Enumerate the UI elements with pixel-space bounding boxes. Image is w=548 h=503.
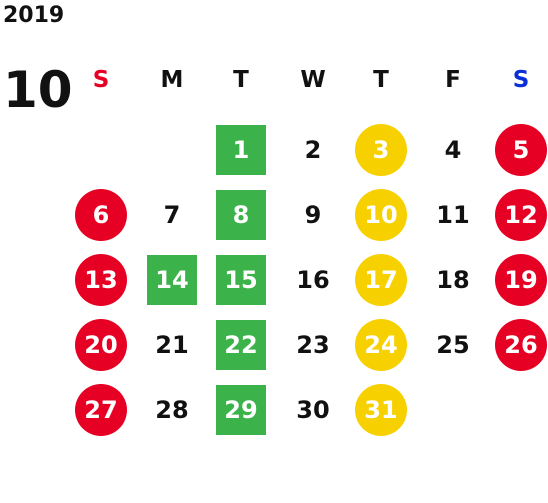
calendar-day-15[interactable]: 15 <box>216 255 266 305</box>
year-label: 2019 <box>3 3 65 28</box>
calendar-day-19[interactable]: 19 <box>495 254 547 306</box>
calendar-day-20[interactable]: 20 <box>75 319 127 371</box>
calendar-day-6[interactable]: 6 <box>75 189 127 241</box>
calendar-day-14[interactable]: 14 <box>147 255 197 305</box>
calendar-day-4[interactable]: 4 <box>444 136 462 164</box>
calendar-day-13[interactable]: 13 <box>75 254 127 306</box>
weekday-friday: F <box>445 67 461 93</box>
calendar-day-27[interactable]: 27 <box>75 384 127 436</box>
weekday-wednesday: W <box>300 67 326 93</box>
calendar-day-8[interactable]: 8 <box>216 190 266 240</box>
calendar-day-2[interactable]: 2 <box>304 136 322 164</box>
calendar-day-12[interactable]: 12 <box>495 189 547 241</box>
calendar-day-31[interactable]: 31 <box>355 384 407 436</box>
calendar-day-23[interactable]: 23 <box>296 331 330 359</box>
calendar-day-26[interactable]: 26 <box>495 319 547 371</box>
calendar-day-3[interactable]: 3 <box>355 124 407 176</box>
calendar-day-29[interactable]: 29 <box>216 385 266 435</box>
calendar-day-10[interactable]: 10 <box>355 189 407 241</box>
weekday-thursday: T <box>373 67 389 93</box>
calendar-day-30[interactable]: 30 <box>296 396 330 424</box>
calendar-day-11[interactable]: 11 <box>436 201 470 229</box>
month-number: 10 <box>3 61 73 119</box>
calendar-day-9[interactable]: 9 <box>304 201 322 229</box>
calendar-day-18[interactable]: 18 <box>436 266 470 294</box>
calendar-day-25[interactable]: 25 <box>436 331 470 359</box>
calendar-day-22[interactable]: 22 <box>216 320 266 370</box>
calendar-day-16[interactable]: 16 <box>296 266 330 294</box>
weekday-sunday: S <box>92 67 110 93</box>
weekday-saturday: S <box>512 67 530 93</box>
calendar-day-7[interactable]: 7 <box>163 201 181 229</box>
calendar-day-17[interactable]: 17 <box>355 254 407 306</box>
calendar-day-28[interactable]: 28 <box>155 396 189 424</box>
calendar-day-21[interactable]: 21 <box>155 331 189 359</box>
calendar-day-5[interactable]: 5 <box>495 124 547 176</box>
calendar-day-1[interactable]: 1 <box>216 125 266 175</box>
calendar-day-24[interactable]: 24 <box>355 319 407 371</box>
weekday-tuesday: T <box>233 67 249 93</box>
weekday-monday: M <box>160 67 184 93</box>
